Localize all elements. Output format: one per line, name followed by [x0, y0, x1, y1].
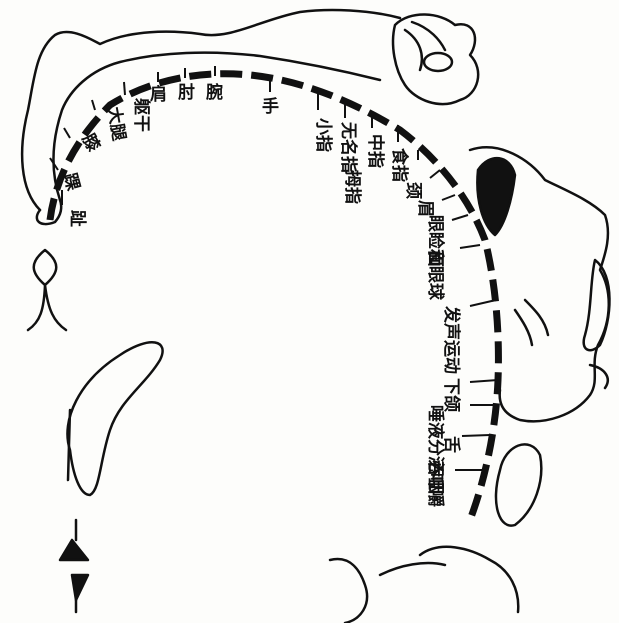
- chin-outline: [590, 365, 608, 388]
- label-ring-finger: 无名指: [338, 121, 359, 173]
- tick-eyelid: [452, 215, 468, 220]
- tick-knee: [64, 128, 70, 138]
- label-wrist: 腕: [206, 82, 223, 103]
- label-vocalization: 发声运动: [441, 305, 462, 374]
- left-lobe: [67, 342, 162, 495]
- label-elbow: 肘: [178, 83, 195, 103]
- thumb-outline: [424, 53, 452, 71]
- label-thumb: 拇指: [342, 170, 363, 204]
- label-trunk: 躯干: [131, 97, 152, 132]
- tick-vocalization: [470, 300, 496, 306]
- cheek-lines: [515, 300, 548, 345]
- label-face: 面: [425, 250, 445, 267]
- label-thigh: 大腿: [103, 105, 130, 142]
- tick-thigh: [92, 100, 95, 110]
- left-ornament: [28, 250, 66, 330]
- label-knee: 膝: [78, 130, 105, 156]
- label-index-finger: 食指: [389, 148, 410, 182]
- tick-trunk: [124, 82, 125, 95]
- tongue-outline: [496, 444, 541, 525]
- eye-outline: [477, 158, 515, 235]
- label-neck: 颈: [403, 182, 423, 199]
- hand-outline: [393, 14, 478, 104]
- label-little-finger: 小指: [313, 118, 334, 152]
- label-swallowing: 吞咽: [425, 460, 445, 494]
- pharynx-outline: [330, 547, 518, 623]
- tick-tongue: [462, 435, 490, 436]
- mouth-outline: [584, 260, 610, 350]
- label-middle-finger: 中指: [365, 134, 386, 168]
- label-tongue: 舌: [441, 436, 462, 453]
- label-shoulder: 肩: [150, 84, 167, 105]
- pharynx-inner: [380, 563, 445, 575]
- left-marker: [60, 540, 88, 600]
- tick-jaw: [470, 380, 498, 382]
- tick-neck: [430, 170, 440, 178]
- label-hand: 手: [262, 96, 279, 117]
- label-toe: 趾: [67, 210, 88, 227]
- tick-brow: [442, 195, 455, 200]
- tick-face: [460, 245, 480, 248]
